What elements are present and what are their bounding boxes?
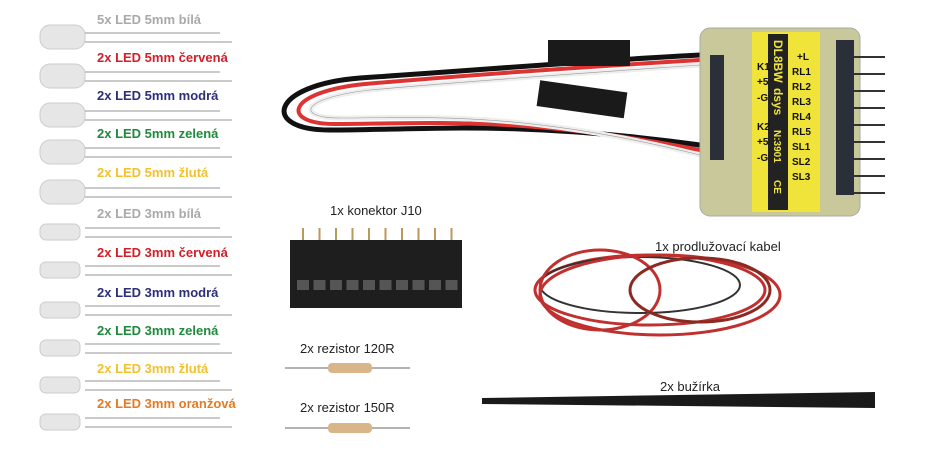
resistor-120-label: 2x rezistor 120R (300, 341, 395, 356)
led-label: 2x LED 3mm žlutá (97, 361, 209, 376)
module-right-label: RL3 (792, 97, 811, 108)
resistor-120r (285, 363, 410, 373)
led-label: 5x LED 5mm bílá (97, 12, 202, 27)
tube-label: 2x bužírka (660, 379, 720, 394)
led-image (39, 376, 232, 394)
module-right-label: +L (797, 52, 809, 63)
connector-pin (297, 228, 309, 290)
led-images (39, 24, 232, 431)
module-left-label: -G (757, 153, 769, 164)
led-label: 2x LED 3mm oranžová (97, 396, 236, 411)
module-left-label: K1 (757, 62, 770, 73)
extension-cable (533, 248, 782, 337)
led-image (39, 102, 232, 128)
led-image (39, 261, 232, 279)
resistor-150r (285, 423, 410, 433)
led-label: 2x LED 3mm modrá (97, 285, 219, 300)
servo-plug-2 (536, 80, 628, 119)
led-image (39, 223, 232, 241)
module-right-label: RL4 (792, 112, 811, 123)
led-image (39, 24, 232, 50)
module-left-label: +5 (757, 77, 769, 88)
led-image (39, 179, 232, 205)
led-image (39, 63, 232, 89)
led-image (39, 139, 232, 165)
module-right-label: RL2 (792, 82, 811, 93)
led-label: 2x LED 5mm zelená (97, 126, 219, 141)
module-right-label: SL1 (792, 142, 811, 153)
connector-pin (363, 228, 375, 290)
resistor-150-label: 2x rezistor 150R (300, 400, 395, 415)
module-name: DL8BW (771, 40, 785, 83)
led-label: 2x LED 5mm červená (97, 50, 228, 65)
connector-pin (330, 228, 342, 290)
connector-pin (346, 228, 359, 290)
module-serial: N:3901 (771, 130, 782, 163)
connector-pin (412, 228, 425, 290)
connector-pin (445, 228, 458, 290)
servo-cable (281, 52, 703, 158)
connector-pin (429, 228, 441, 290)
connector-pin (396, 228, 408, 290)
led-label: 2x LED 3mm zelená (97, 323, 219, 338)
servo-plug-1 (548, 40, 630, 66)
j10-connector-body (290, 240, 462, 308)
module-right-label: SL3 (792, 172, 811, 183)
heat-shrink-tube (482, 392, 875, 408)
led-label: 2x LED 3mm červená (97, 245, 228, 260)
module-ce: CE (771, 180, 782, 194)
module-brand: dsys (771, 88, 785, 116)
connector-label: 1x konektor J10 (330, 203, 422, 218)
module-right-label: SL2 (792, 157, 811, 168)
led-label: 2x LED 5mm žlutá (97, 165, 209, 180)
led-label: 2x LED 5mm modrá (97, 88, 219, 103)
module-right-label: RL1 (792, 67, 811, 78)
connector-pin (313, 228, 326, 290)
module-left-label: K2 (757, 122, 770, 133)
module-left-label: +5 (757, 137, 769, 148)
cable-label: 1x prodlužovací kabel (655, 239, 781, 254)
led-image (39, 301, 232, 319)
led-image (39, 413, 232, 431)
led-label: 2x LED 3mm bílá (97, 206, 202, 221)
module-right-label: RL5 (792, 127, 811, 138)
connector-pin (379, 228, 392, 290)
module-pin-header (836, 40, 854, 195)
led-image (39, 339, 232, 357)
module-left-label: -G (757, 93, 769, 104)
